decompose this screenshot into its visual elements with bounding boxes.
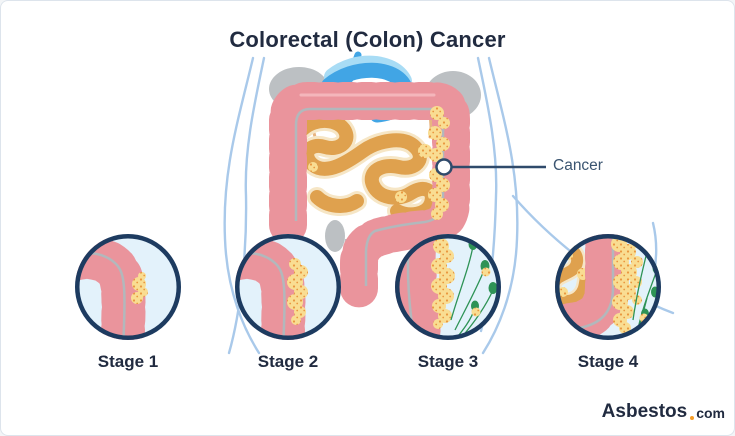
stage-3-label: Stage 3 — [417, 352, 479, 371]
logo-dot-icon — [690, 416, 695, 420]
cancer-annotation-label: Cancer — [553, 157, 603, 174]
small-intestine-graphic — [293, 111, 442, 225]
stage-2-circle — [235, 234, 341, 340]
vessel-lines — [311, 91, 433, 139]
cancer-mass-graphic — [428, 106, 450, 220]
leader-line — [435, 158, 546, 176]
asbestos-logo[interactable]: Asbestos com — [602, 402, 725, 421]
stage-3-circle — [395, 234, 501, 340]
leader-dot — [435, 158, 453, 176]
stage-1-tumor — [131, 272, 148, 304]
logo-tld: com — [696, 405, 725, 422]
stage-2-label: Stage 2 — [257, 352, 319, 371]
intestine-tumor-spots — [308, 144, 432, 203]
stage-1-label: Stage 1 — [97, 352, 159, 371]
stage-1-circle — [75, 234, 181, 340]
stage-4-label: Stage 4 — [577, 352, 639, 371]
stage-4-circle — [555, 234, 661, 340]
stomach-graphic — [321, 51, 414, 123]
page-title: Colorectal (Colon) Cancer — [229, 27, 506, 52]
logo-wordmark: Asbestos — [601, 401, 688, 422]
